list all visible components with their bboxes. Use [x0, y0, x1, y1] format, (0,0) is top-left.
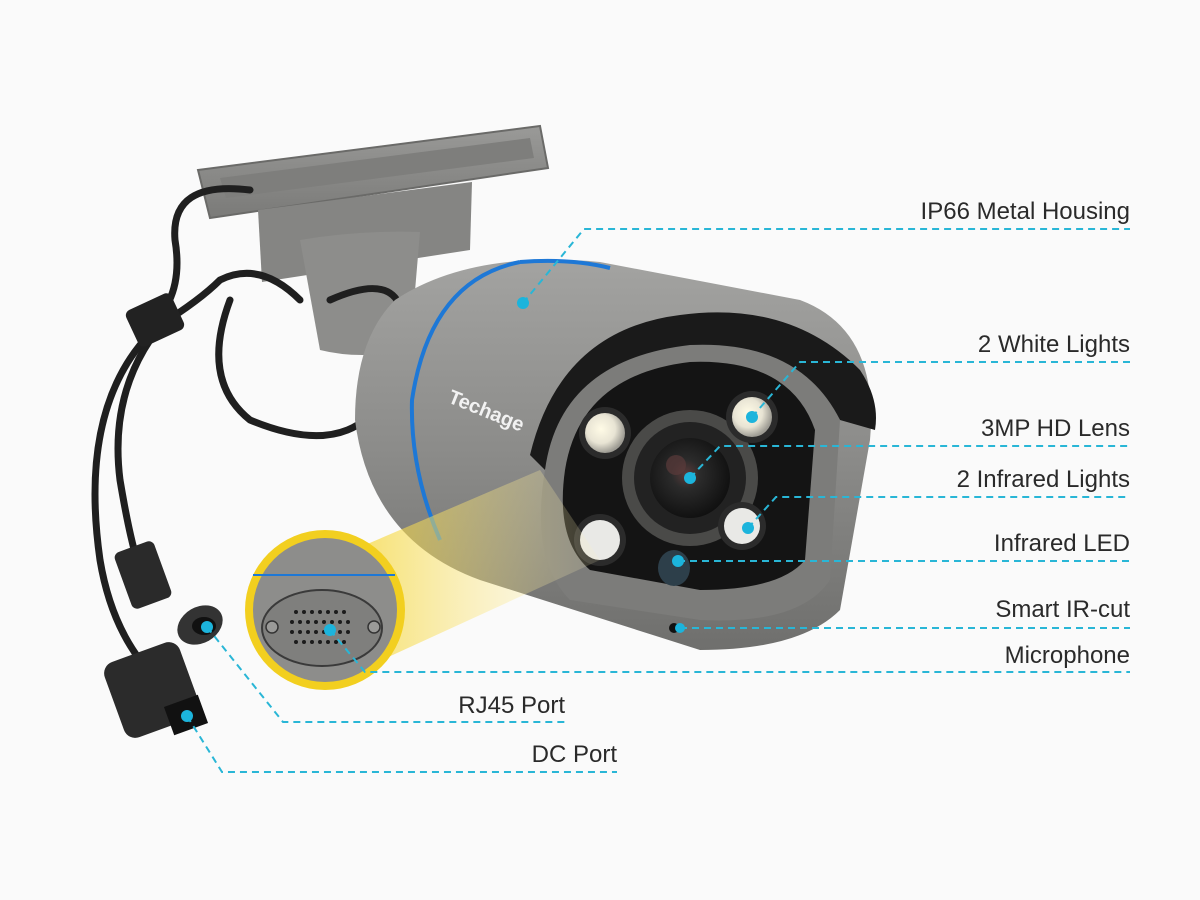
dc-connector	[114, 541, 223, 645]
rj45-connector	[104, 642, 209, 738]
rj45-dot-icon	[201, 621, 213, 633]
callout-label-housing: IP66 Metal Housing	[920, 198, 1130, 225]
callout-label-dc: DC Port	[531, 741, 617, 768]
ir-led-dot-icon	[672, 555, 684, 567]
camera-body	[355, 258, 876, 650]
callout-label-rj45: RJ45 Port	[458, 692, 565, 719]
callout-label-white-lights: 2 White Lights	[977, 331, 1130, 358]
cables	[91, 185, 408, 664]
callout-label-microphone: Microphone	[1004, 642, 1130, 669]
ir-cut-dot-icon	[675, 623, 685, 633]
callout-lines	[186, 228, 1130, 773]
callout-label-ir-led: Infrared LED	[993, 530, 1130, 557]
callout-label-lens: 3MP HD Lens	[981, 415, 1130, 442]
ir-light-dot-icon	[742, 522, 754, 534]
lens-dot-icon	[684, 472, 696, 484]
callout-label-ir-cut: Smart IR-cut	[995, 596, 1130, 623]
housing-dot-icon	[517, 297, 529, 309]
callout-label-ir-lights: 2 Infrared Lights	[956, 466, 1130, 493]
white-light-dot-icon	[746, 411, 758, 423]
microphone-inset	[245, 470, 600, 690]
dc-dot-icon	[181, 710, 193, 722]
callout-dots	[181, 297, 758, 722]
microphone-holes-icon	[290, 610, 350, 644]
microphone-dot-icon	[324, 624, 336, 636]
